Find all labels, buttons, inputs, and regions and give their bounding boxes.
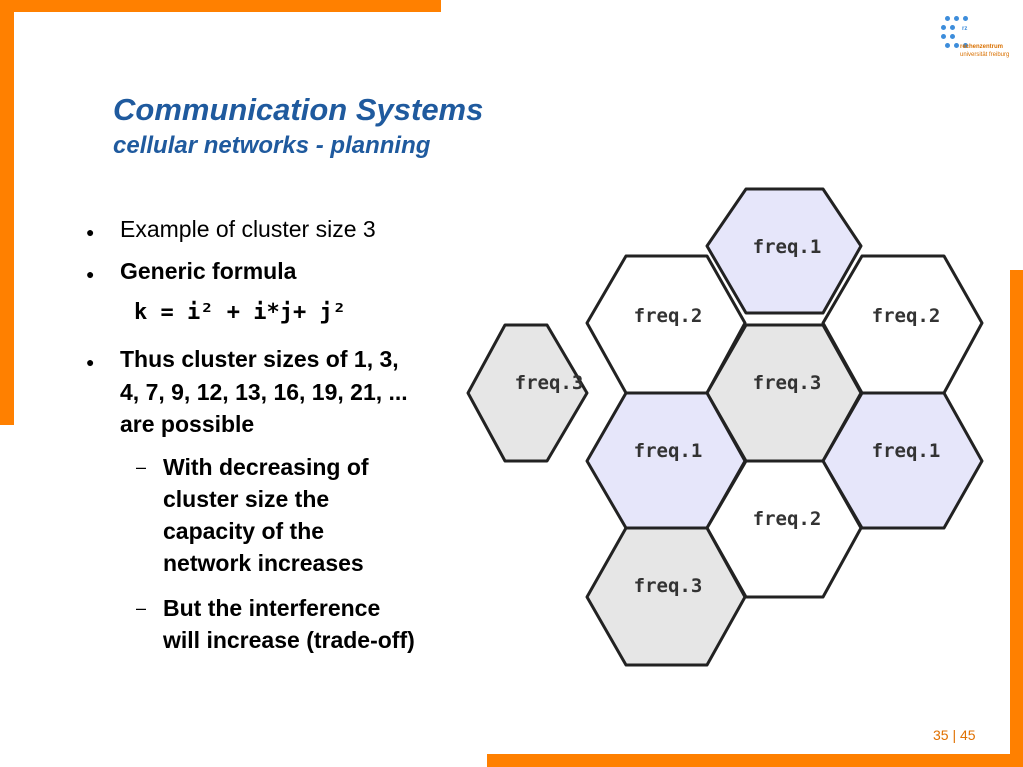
- hex-cell-label: freq.2: [753, 508, 822, 530]
- bullet-dot: ●: [86, 224, 95, 240]
- hexagon-cell-diagram: freq.1 freq.2 freq.2 freq.3 freq.3 freq.…: [466, 187, 984, 667]
- bullet-cluster-example: Example of cluster size 3: [120, 216, 376, 242]
- bullet-dot: ●: [86, 266, 95, 282]
- hex-cell: freq.1: [705, 187, 863, 315]
- sub-bullet-capacity-line-3: capacity of the: [163, 518, 325, 544]
- hex-cell-label: freq.1: [634, 440, 703, 462]
- hex-cell-label: freq.1: [753, 236, 822, 258]
- logo-line-2: universität freiburg: [960, 52, 1010, 58]
- sub-bullet-dash: –: [136, 457, 147, 477]
- right-accent-bar: [1010, 270, 1023, 767]
- sub-bullet-dash: –: [136, 598, 147, 618]
- hex-cell: freq.3: [466, 323, 589, 463]
- logo-mark: rz: [962, 26, 968, 32]
- hex-cell: freq.2: [821, 254, 984, 395]
- hex-cell: freq.1: [821, 391, 984, 530]
- hex-cell-label: freq.2: [872, 305, 941, 327]
- hex-cell: freq.3: [585, 526, 747, 667]
- hex-cell-label: freq.3: [634, 575, 703, 597]
- page-number: 35 | 45: [933, 727, 976, 743]
- bullet-generic-formula: Generic formula: [120, 258, 297, 284]
- slide-subtitle: cellular networks - planning: [113, 132, 431, 159]
- university-logo: rz rechenzentrum universität freiburg: [938, 12, 1010, 72]
- slide-body: ● Example of cluster size 3 ● Generic fo…: [0, 0, 475, 767]
- top-accent-bar: [0, 0, 441, 12]
- sub-bullet-interference-line-2: will increase (trade-off): [163, 627, 415, 653]
- hex-cell-shape: [705, 187, 863, 315]
- left-accent-bar: [0, 0, 14, 425]
- sub-bullet-capacity-line-4: network increases: [163, 550, 364, 576]
- logo-line-1: rechenzentrum: [960, 44, 1004, 50]
- cluster-size-formula: k = i² + i*j+ j²: [134, 300, 346, 325]
- bullet-cluster-sizes-line-2: 4, 7, 9, 12, 13, 16, 19, 21, ...: [120, 379, 408, 405]
- hex-cell-label: freq.3: [753, 372, 822, 394]
- hex-cell-label: freq.3: [515, 372, 584, 394]
- hex-cell-label: freq.2: [634, 305, 703, 327]
- bullet-dot: ●: [86, 354, 95, 370]
- sub-bullet-capacity-line-2: cluster size the: [163, 486, 330, 512]
- slide-title: Communication Systems: [113, 92, 484, 127]
- bottom-accent-bar: [487, 754, 1023, 767]
- hex-cell: freq.1: [585, 391, 747, 530]
- sub-bullet-interference-line-1: But the interference: [163, 595, 381, 621]
- hex-cell-shape: [466, 323, 589, 463]
- bullet-cluster-sizes-line-3: are possible: [120, 411, 255, 437]
- hex-cell-label: freq.1: [872, 440, 941, 462]
- hex-cell-shape: [585, 526, 747, 667]
- bullet-cluster-sizes-line-1: Thus cluster sizes of 1, 3,: [120, 346, 399, 372]
- sub-bullet-capacity-line-1: With decreasing of: [163, 454, 369, 480]
